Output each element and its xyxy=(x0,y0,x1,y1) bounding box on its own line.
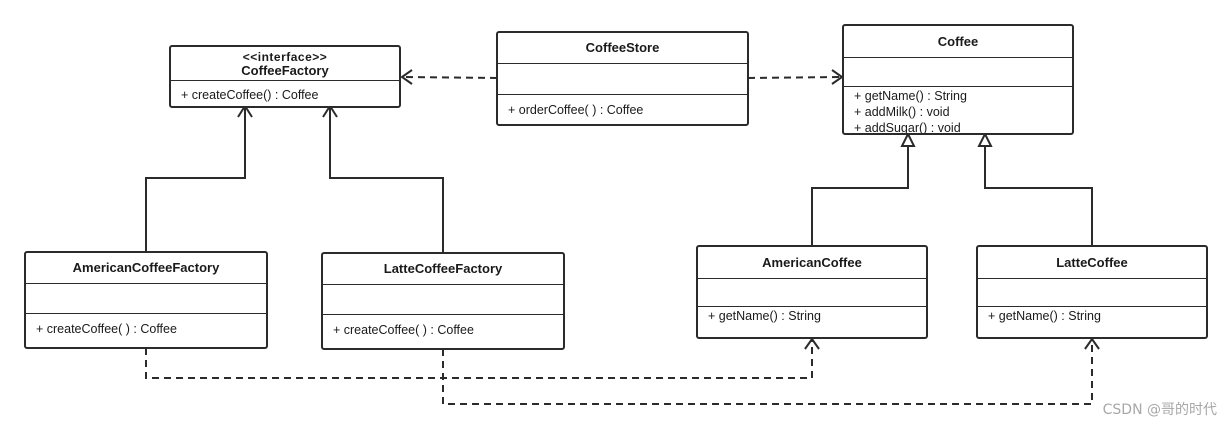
operation: + addSugar() : void xyxy=(854,121,961,133)
class-coffee[interactable]: Coffee + getName() : String + addMilk() … xyxy=(842,24,1074,135)
class-name: LatteCoffeeFactory xyxy=(383,261,503,276)
realization-latte-factory xyxy=(329,106,444,253)
class-header: LatteCoffee xyxy=(978,247,1206,279)
class-american-coffee[interactable]: AmericanCoffee + getName() : String xyxy=(696,245,928,339)
attributes-compartment xyxy=(498,64,747,95)
operation: + getName() : String xyxy=(708,309,821,323)
operations-compartment: + createCoffee() : Coffee xyxy=(171,81,399,106)
dependency-arrowhead-american-coffee xyxy=(804,337,820,350)
operation: + getName() : String xyxy=(988,309,1101,323)
class-coffee-store[interactable]: CoffeeStore + orderCoffee( ) : Coffee xyxy=(496,31,749,126)
class-name: LatteCoffee xyxy=(1056,254,1128,270)
dependency-store-to-factory xyxy=(401,76,498,79)
class-name: AmericanCoffeeFactory xyxy=(72,260,220,275)
attributes-compartment xyxy=(844,58,1072,87)
operations-compartment: + orderCoffee( ) : Coffee xyxy=(498,95,747,124)
class-name: Coffee xyxy=(937,33,979,49)
generalization-american-coffee xyxy=(811,145,909,246)
class-name: CoffeeFactory xyxy=(241,62,329,78)
operation: + createCoffee( ) : Coffee xyxy=(36,322,177,336)
operation: + orderCoffee( ) : Coffee xyxy=(508,103,644,117)
class-header: AmericanCoffeeFactory xyxy=(26,253,266,284)
class-header: <<interface>> CoffeeFactory xyxy=(171,47,399,81)
class-coffee-factory[interactable]: <<interface>> CoffeeFactory + createCoff… xyxy=(169,45,401,108)
generalization-triangle-american xyxy=(900,131,916,147)
class-header: AmericanCoffee xyxy=(698,247,926,279)
generalization-latte-coffee xyxy=(984,145,1093,246)
stereotype-label: <<interface>> xyxy=(242,49,328,64)
attributes-compartment xyxy=(26,284,266,314)
class-latte-coffee-factory[interactable]: LatteCoffeeFactory + createCoffee( ) : C… xyxy=(321,252,565,350)
class-header: CoffeeStore xyxy=(498,33,747,64)
dependency-store-to-coffee xyxy=(747,76,843,79)
class-name: CoffeeStore xyxy=(585,40,660,55)
watermark-text: CSDN @哥的时代 xyxy=(1102,402,1217,418)
operation: + createCoffee() : Coffee xyxy=(181,88,319,102)
operations-compartment: + getName() : String xyxy=(698,307,926,337)
attributes-compartment xyxy=(978,279,1206,307)
realization-american-factory xyxy=(145,106,246,252)
class-header: Coffee xyxy=(844,26,1072,58)
operations-compartment: + getName() : String xyxy=(978,307,1206,337)
dependency-american-factory-to-coffee xyxy=(145,340,813,379)
operation: + createCoffee( ) : Coffee xyxy=(333,323,474,337)
operation: + getName() : String xyxy=(854,89,967,103)
attributes-compartment xyxy=(323,285,563,315)
class-american-coffee-factory[interactable]: AmericanCoffeeFactory + createCoffee( ) … xyxy=(24,251,268,349)
operation: + addMilk() : void xyxy=(854,105,950,119)
class-latte-coffee[interactable]: LatteCoffee + getName() : String xyxy=(976,245,1208,339)
dependency-arrowhead-factory xyxy=(400,69,413,85)
attributes-compartment xyxy=(698,279,926,307)
class-name: AmericanCoffee xyxy=(762,254,862,270)
operations-compartment: + createCoffee( ) : Coffee xyxy=(26,314,266,347)
operations-compartment: + createCoffee( ) : Coffee xyxy=(323,315,563,348)
class-header: LatteCoffeeFactory xyxy=(323,254,563,285)
dependency-latte-factory-to-coffee xyxy=(442,340,1093,405)
dependency-arrowhead-latte-coffee xyxy=(1084,337,1100,350)
operations-compartment: + getName() : String + addMilk() : void … xyxy=(844,87,1072,133)
generalization-triangle-latte xyxy=(977,131,993,147)
